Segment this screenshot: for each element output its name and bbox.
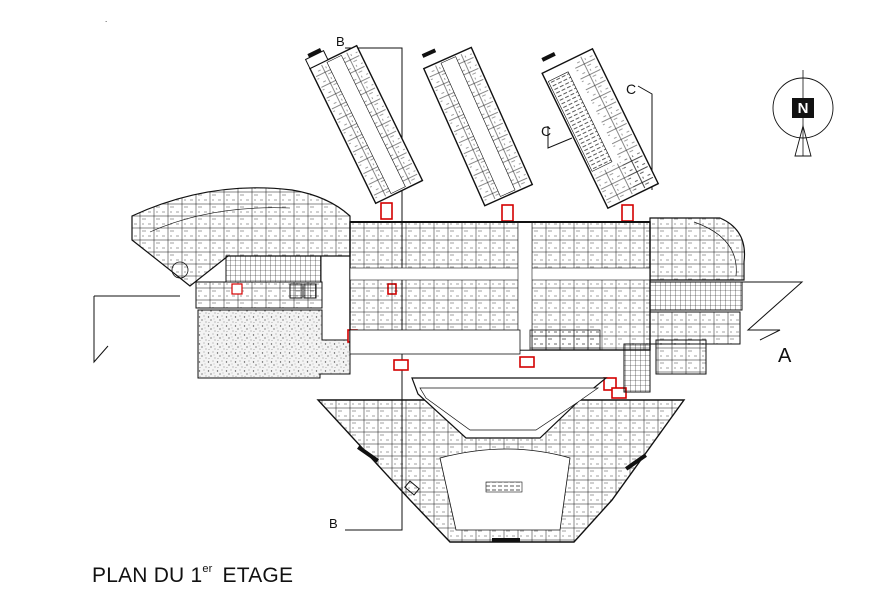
- section-label-c-right: C: [626, 81, 636, 97]
- central-block: [349, 221, 651, 355]
- north-arrow-icon: [772, 70, 834, 157]
- plan-title-superscript: er: [202, 563, 213, 575]
- section-label-a: A: [778, 345, 792, 367]
- north-letter: N: [798, 100, 809, 117]
- section-label-b-bottom: B: [329, 516, 338, 531]
- wing-north-3: [541, 47, 660, 210]
- section-line-a: [93, 281, 804, 364]
- section-label-c-left: C: [541, 123, 551, 139]
- wing-north-1: [304, 44, 424, 205]
- marker-dot: .: [105, 15, 107, 24]
- section-label-b-top: B: [336, 34, 345, 49]
- south-block: [316, 377, 686, 543]
- west-wing: [131, 187, 351, 309]
- section-line-c: [547, 85, 653, 190]
- plan-title: PLAN DU 1er ETAGE: [92, 563, 293, 588]
- plan-title-main: PLAN DU 1: [92, 564, 203, 587]
- wing-north-2: [421, 46, 534, 207]
- east-wing: [623, 217, 746, 393]
- terrace-area: [197, 309, 351, 379]
- plan-title-suffix: ETAGE: [222, 564, 294, 587]
